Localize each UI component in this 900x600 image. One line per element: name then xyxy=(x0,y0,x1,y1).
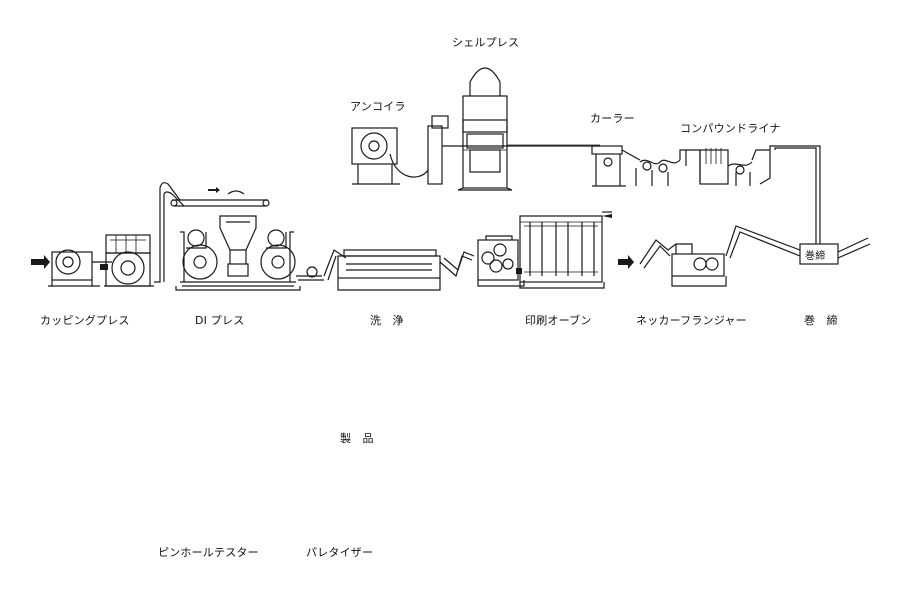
label-product: 製 品 xyxy=(340,432,378,445)
label-seaming: 巻 締 xyxy=(804,314,842,327)
label-palletizer: パレタイザー xyxy=(306,546,374,559)
input-arrow-necker xyxy=(618,255,634,269)
label-uncoiler: アンコイラ xyxy=(350,100,406,113)
label-necker-flanger: ネッカーフランジャー xyxy=(636,314,747,327)
uncoiler-machine xyxy=(351,115,449,185)
label-pinhole-tester: ピンホールテスター xyxy=(158,546,259,559)
cupping-press-machine xyxy=(48,234,154,287)
label-printing-oven: 印刷オーブン xyxy=(525,314,592,327)
label-curler: カーラー xyxy=(590,112,635,125)
seaming-box-text: 巻締 xyxy=(805,251,826,262)
washer-machine xyxy=(296,249,475,291)
input-arrow-left xyxy=(31,255,50,269)
shell-press-machine xyxy=(457,67,513,191)
label-shell-press: シェルプレス xyxy=(452,36,520,49)
di-press-machine xyxy=(175,215,301,291)
label-compound-liner: コンパウンドライナ xyxy=(680,122,781,135)
label-washing: 洗 浄 xyxy=(370,314,408,327)
label-di-press: DI プレス xyxy=(195,314,245,327)
curler-machine xyxy=(591,145,641,187)
printing-oven xyxy=(519,211,612,289)
seaming-box xyxy=(799,237,871,265)
printer-machine xyxy=(477,235,525,287)
compound-liner-machine xyxy=(635,145,821,244)
necker-flanger-machine xyxy=(639,225,801,287)
label-cupping-press: カッピングプレス xyxy=(40,314,130,327)
